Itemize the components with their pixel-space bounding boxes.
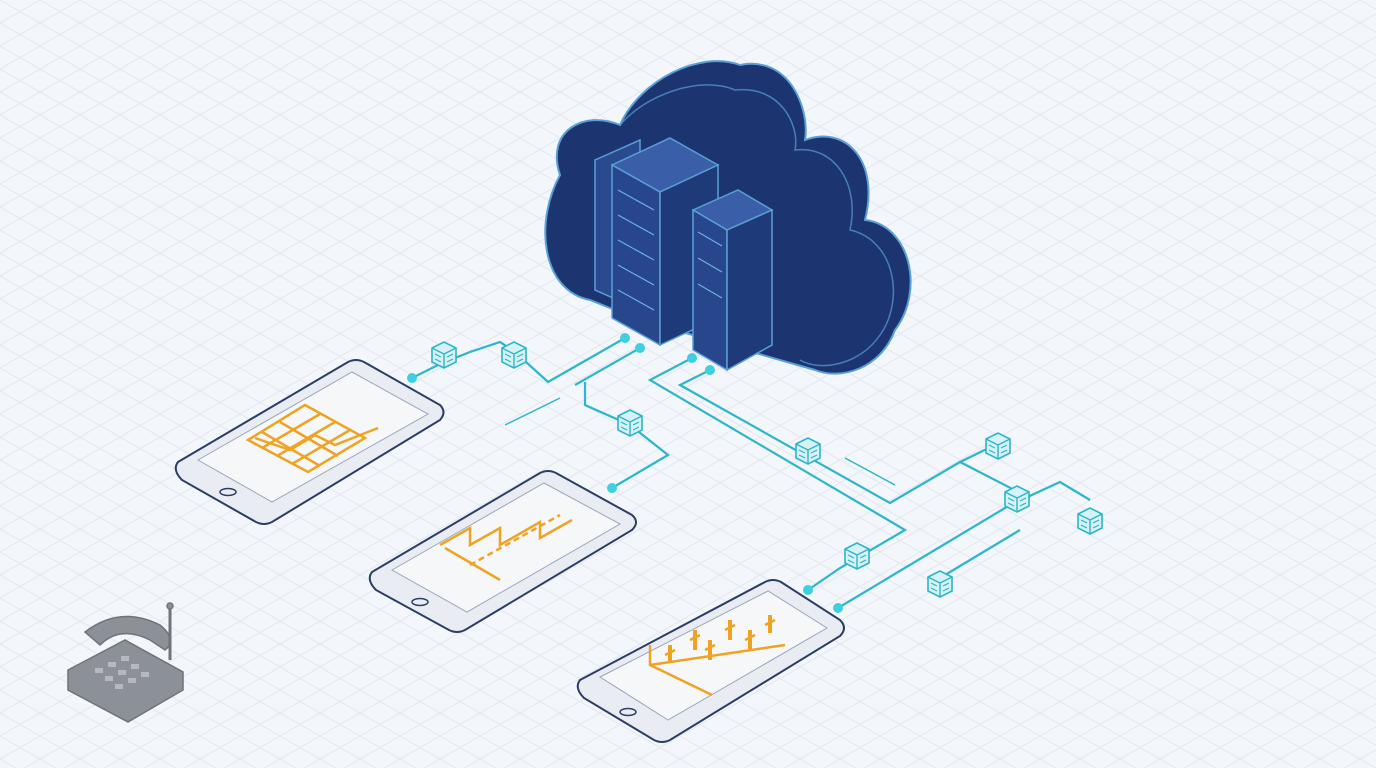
network-node-icon — [617, 409, 643, 437]
network-node-icon — [501, 341, 527, 369]
tablet-icon — [174, 359, 445, 525]
network-node-icon — [985, 432, 1011, 460]
network-node-icon — [844, 542, 870, 570]
server-rack-icon — [594, 137, 774, 372]
tablet-icon — [576, 579, 845, 743]
network-node-icon — [431, 341, 457, 369]
network-node-icon — [795, 437, 821, 465]
network-node-icon — [1077, 507, 1103, 535]
network-node-icon — [1004, 485, 1030, 513]
landline-phone-icon — [67, 602, 184, 723]
connector-endpoints — [407, 333, 843, 613]
tablet-icon — [368, 470, 637, 633]
network-node-icon — [927, 570, 953, 598]
